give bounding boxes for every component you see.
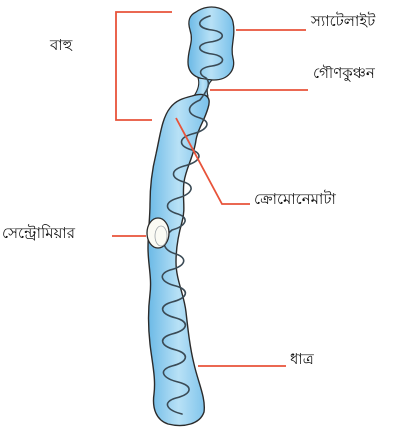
satellite-label: স্যাটেলাইট bbox=[311, 14, 375, 29]
chromosome-body bbox=[148, 95, 209, 426]
arm-bracket-line bbox=[116, 12, 172, 120]
centromere-shape bbox=[147, 218, 169, 248]
chromonemata-label: ক্রোমোনেমাটা bbox=[254, 192, 336, 207]
secondary-constriction bbox=[194, 78, 212, 96]
secondary-constriction-label: গৌণকুঞ্চন bbox=[313, 66, 375, 81]
centromere-label: সেন্ট্রোমিয়ার bbox=[2, 226, 75, 241]
satellite-body bbox=[188, 7, 234, 80]
matrix-label: ধাত্র bbox=[290, 352, 314, 367]
arm-label: বাহু bbox=[50, 38, 72, 53]
